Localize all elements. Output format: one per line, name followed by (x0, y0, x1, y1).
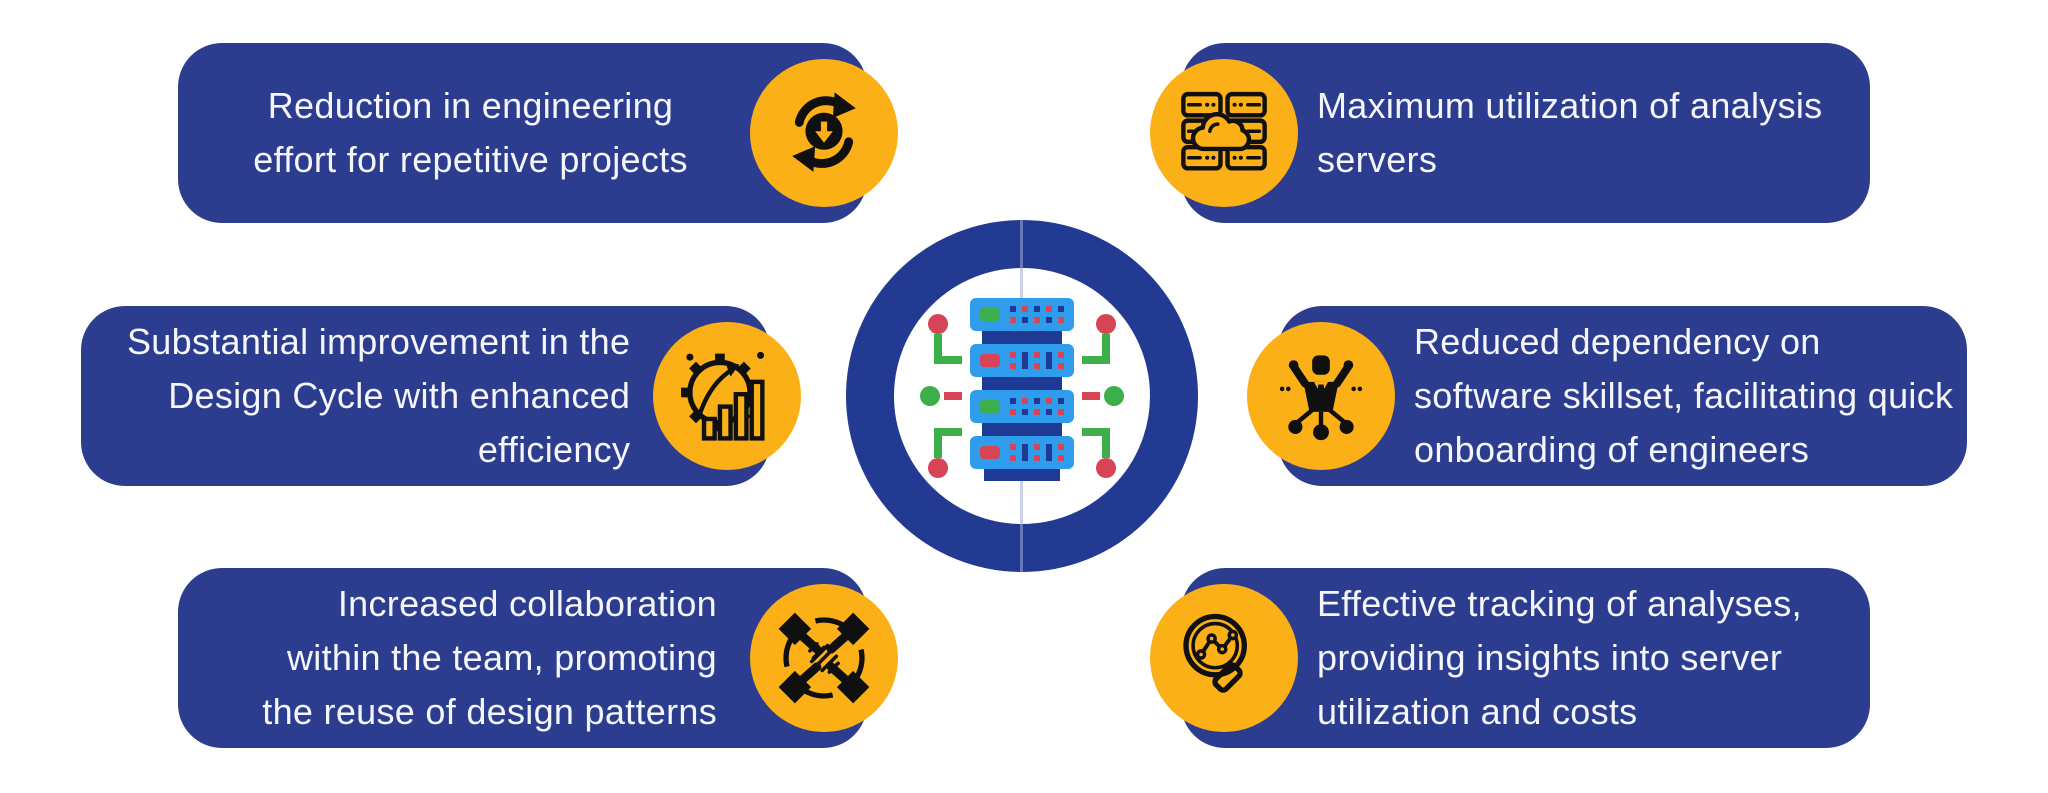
card-text-line: Reduced dependency on (1414, 321, 1821, 362)
card-text: Reduced dependency on software skillset,… (1278, 315, 1971, 477)
icon-circle (750, 59, 898, 207)
card-text-line: Increased collaboration (337, 583, 717, 624)
card-text: Effective tracking of analyses, providin… (1181, 577, 1870, 739)
card-text-line: Substantial improvement in the (127, 321, 631, 362)
card-text-line: the reuse of design patterns (262, 691, 717, 732)
card-text-line: software skillset, facilitating quick (1414, 375, 1954, 416)
icon-circle (653, 322, 801, 470)
server-cloud-icon (1181, 91, 1267, 171)
icon-circle (750, 584, 898, 732)
card-text-line: utilization and costs (1317, 691, 1638, 732)
card-text-line: effort for repetitive projects (253, 139, 688, 180)
card-text: Maximum utilization of analysis servers (1181, 79, 1870, 187)
card-text-line: providing insights into server (1317, 637, 1783, 678)
card-text-line: Design Cycle with enhanced (168, 375, 631, 416)
benefit-card-engineering-effort: Reduction in engineering effort for repe… (178, 43, 898, 223)
card-text-line: servers (1317, 139, 1438, 180)
card-text-line: onboarding of engineers (1414, 429, 1810, 470)
card-text-line: within the team, promoting (286, 637, 717, 678)
card-text: Reduction in engineering effort for repe… (178, 79, 867, 187)
card-text-line: Reduction in engineering (267, 85, 674, 126)
benefit-card-analysis-tracking: Effective tracking of analyses, providin… (1150, 568, 1870, 748)
benefit-card-skillset-dependency: Reduced dependency on software skillset,… (1247, 306, 1967, 486)
icon-circle (1247, 322, 1395, 470)
icon-circle (1150, 584, 1298, 732)
card-text: Substantial improvement in the Design Cy… (81, 315, 780, 477)
sync-download-icon (792, 92, 856, 172)
magnifier-chart-icon (1183, 613, 1247, 693)
teamwork-hands-icon (778, 612, 870, 704)
icon-circle (1150, 59, 1298, 207)
card-text: Increased collaboration within the team,… (178, 577, 867, 739)
benefit-card-design-cycle: Substantial improvement in the Design Cy… (81, 306, 801, 486)
card-text-line: efficiency (477, 429, 631, 470)
server-stack-icon (920, 298, 1124, 481)
card-text-line: Maximum utilization of analysis (1317, 85, 1823, 126)
benefit-card-server-utilization: Maximum utilization of analysis servers (1150, 43, 1870, 223)
benefit-card-collaboration: Increased collaboration within the team,… (178, 568, 898, 748)
card-text-line: Effective tracking of analyses, (1317, 583, 1802, 624)
gear-growth-icon (681, 351, 765, 441)
delegation-person-icon (1279, 355, 1363, 441)
